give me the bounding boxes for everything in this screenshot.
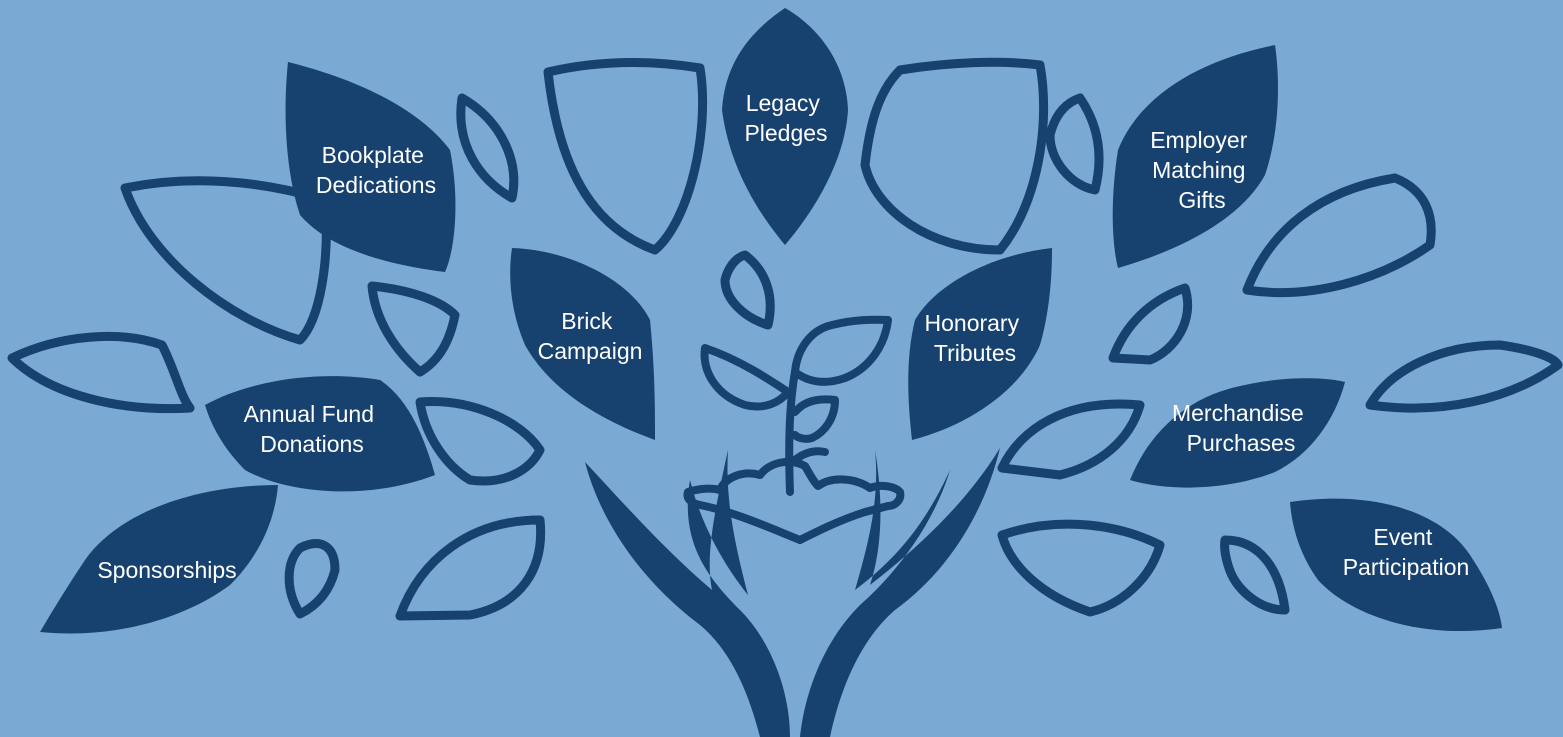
outline-leaf <box>997 519 1165 617</box>
leaf-honorary <box>908 248 1052 440</box>
outline-leaf <box>284 539 340 619</box>
leaf-employer <box>1112 45 1278 268</box>
label-event-participation: Event Participation <box>1343 524 1470 580</box>
leaf-sponsor <box>40 485 278 634</box>
outline-leaf <box>395 515 546 621</box>
leaf-legacy <box>722 8 848 245</box>
outline-leaf <box>367 281 460 377</box>
outline-leaf <box>1242 173 1436 298</box>
outline-leaf <box>415 397 545 486</box>
label-employer-matching-gifts: Employer Matching Gifts <box>1150 127 1254 213</box>
leaf-brick <box>510 248 655 440</box>
outline-leaf <box>1365 340 1563 413</box>
outline-leaf <box>997 399 1145 480</box>
label-honorary-tributes: Honorary Tributes <box>925 310 1026 366</box>
hands-icon <box>585 448 1000 737</box>
label-annual-fund-donations: Annual Fund Donations <box>244 401 381 457</box>
leaf-labels: Legacy Pledges Bookplate Dedications Emp… <box>97 90 1469 583</box>
left-hand <box>585 450 790 737</box>
outline-leaf <box>1108 283 1193 365</box>
leaf-event <box>1290 498 1502 632</box>
label-merchandise-purchases: Merchandise Purchases <box>1172 400 1310 456</box>
outline-leaf <box>120 176 331 345</box>
label-brick-campaign: Brick Campaign <box>538 308 643 364</box>
leaf-merch <box>1130 378 1345 488</box>
outline-leaf <box>7 331 195 414</box>
outline-leaf <box>1045 93 1104 195</box>
outline-leaf <box>456 93 519 203</box>
outline-leaves <box>7 57 1563 621</box>
outline-leaf <box>720 250 775 330</box>
right-hand <box>800 448 1000 737</box>
outline-leaf <box>1220 535 1290 615</box>
filled-leaves <box>40 8 1502 634</box>
label-sponsorships: Sponsorships <box>97 557 236 583</box>
label-legacy-pledges: Legacy Pledges <box>744 90 827 146</box>
outline-leaf <box>543 57 708 255</box>
outline-leaf <box>860 57 1049 255</box>
leaf-bookplate <box>285 62 456 272</box>
label-bookplate-dedications: Bookplate Dedications <box>316 142 436 198</box>
leaf-annual <box>205 376 435 492</box>
